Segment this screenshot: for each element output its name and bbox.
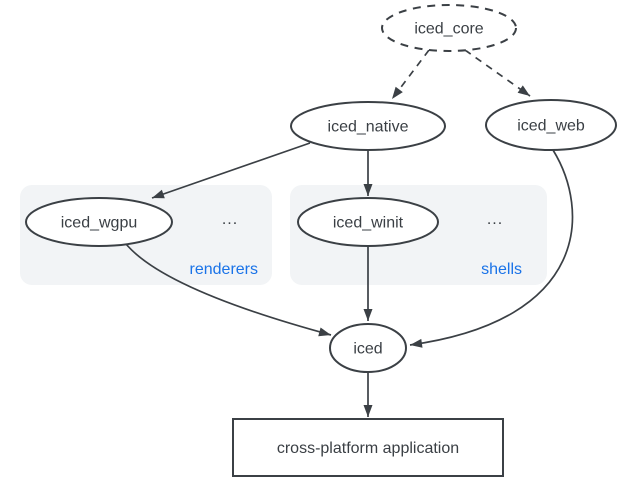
node-iced-wgpu-label: iced_wgpu bbox=[61, 215, 138, 232]
node-iced-web-label: iced_web bbox=[517, 118, 585, 135]
renderers-ellipsis: ... bbox=[222, 211, 238, 228]
shells-ellipsis: ... bbox=[487, 211, 503, 228]
node-iced-core-label: iced_core bbox=[414, 21, 483, 38]
edge-iced_web-iced bbox=[409, 149, 574, 348]
node-iced-winit bbox=[297, 197, 439, 247]
node-iced-native-label: iced_native bbox=[328, 119, 409, 136]
edge-iced_wgpu-iced bbox=[125, 243, 332, 337]
edge-iced_core-iced_native bbox=[391, 49, 430, 100]
node-application bbox=[232, 418, 504, 477]
node-iced-native bbox=[290, 101, 446, 151]
edge-iced_core-iced_web bbox=[464, 49, 531, 97]
group-renderers-label: renderers bbox=[190, 261, 258, 278]
node-iced-label: iced bbox=[353, 341, 382, 358]
node-iced bbox=[329, 323, 407, 373]
node-iced-core bbox=[381, 4, 517, 52]
edge-iced_native-iced_wgpu bbox=[151, 142, 311, 199]
group-shells-label: shells bbox=[481, 261, 522, 278]
node-iced-web bbox=[485, 99, 617, 151]
node-application-label: cross-platform application bbox=[277, 440, 459, 457]
node-iced-wgpu bbox=[25, 197, 173, 247]
node-iced-winit-label: iced_winit bbox=[333, 215, 404, 232]
